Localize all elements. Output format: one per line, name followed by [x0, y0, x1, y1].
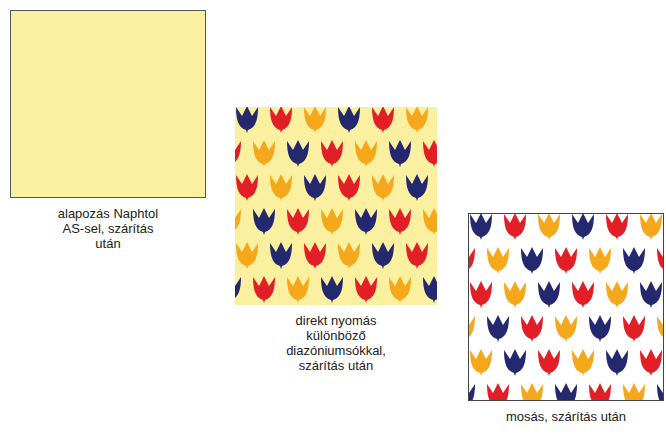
- tulip-motif: [469, 247, 475, 274]
- tulip-motif: [504, 214, 526, 240]
- tulip-motif: [235, 276, 241, 303]
- step-caption: mosás, szárítás után: [506, 409, 626, 424]
- tulip-motif: [657, 383, 664, 401]
- tulip-pattern: [469, 214, 664, 401]
- step-caption: alapozás Naphtol AS-sel, szárítás után: [52, 206, 164, 251]
- tulip-motif: [338, 107, 360, 133]
- tulip-motif: [338, 242, 360, 269]
- tulip-motif: [487, 247, 509, 274]
- tulip-motif: [657, 247, 664, 274]
- tulip-pattern: [235, 107, 437, 305]
- fabric-swatch: [468, 213, 664, 401]
- process-step: mosás, szárítás után: [468, 213, 664, 424]
- tulip-motif: [304, 174, 326, 201]
- tulip-motif: [235, 140, 241, 167]
- tulip-motif: [504, 349, 526, 376]
- tulip-motif: [423, 208, 437, 235]
- tulip-motif: [521, 315, 543, 342]
- tulip-motif: [572, 349, 594, 376]
- tulip-motif: [270, 242, 292, 269]
- tulip-motif: [487, 383, 509, 401]
- fabric-swatch: [10, 10, 206, 198]
- tulip-motif: [521, 383, 543, 401]
- tulip-motif: [538, 281, 560, 308]
- step-caption: direkt nyomás különböző diazóniumsókkal,…: [276, 313, 396, 373]
- tulip-motif: [372, 242, 394, 269]
- tulip-motif: [469, 315, 475, 342]
- tulip-motif: [623, 315, 645, 342]
- tulip-motif: [338, 174, 360, 201]
- tulip-motif: [423, 140, 437, 167]
- tulip-motif: [287, 208, 309, 235]
- tulip-motif: [253, 276, 275, 303]
- process-step: direkt nyomás különböző diazóniumsókkal,…: [235, 107, 437, 373]
- tulip-motif: [504, 281, 526, 308]
- tulip-motif: [235, 208, 241, 235]
- tulip-motif: [321, 276, 343, 303]
- tulip-motif: [406, 174, 428, 201]
- tulip-motif: [355, 140, 377, 167]
- tulip-motif: [521, 247, 543, 274]
- tulip-motif: [236, 107, 258, 133]
- tulip-motif: [287, 276, 309, 303]
- tulip-motif: [606, 281, 628, 308]
- tulip-motif: [270, 107, 292, 133]
- tulip-motif: [270, 174, 292, 201]
- tulip-motif: [287, 140, 309, 167]
- tulip-motif: [487, 315, 509, 342]
- tulip-motif: [469, 383, 475, 401]
- tulip-motif: [423, 276, 437, 303]
- tulip-motif: [321, 140, 343, 167]
- tulip-motif: [538, 349, 560, 376]
- tulip-motif: [406, 242, 428, 269]
- tulip-motif: [538, 214, 560, 240]
- tulip-motif: [236, 174, 258, 201]
- tulip-motif: [589, 247, 611, 274]
- tulip-motif: [253, 140, 275, 167]
- tulip-motif: [623, 247, 645, 274]
- tulip-motif: [640, 349, 662, 376]
- tulip-motif: [572, 281, 594, 308]
- tulip-motif: [253, 208, 275, 235]
- tulip-motif: [470, 281, 492, 308]
- tulip-motif: [389, 276, 411, 303]
- tulip-motif: [372, 107, 394, 133]
- tulip-motif: [589, 383, 611, 401]
- fabric-swatch: [235, 107, 437, 305]
- tulip-motif: [555, 383, 577, 401]
- tulip-motif: [321, 208, 343, 235]
- tulip-motif: [657, 315, 664, 342]
- tulip-motif: [606, 214, 628, 240]
- tulip-motif: [572, 214, 594, 240]
- tulip-motif: [389, 208, 411, 235]
- tulip-motif: [470, 349, 492, 376]
- tulip-motif: [355, 208, 377, 235]
- tulip-motif: [236, 242, 258, 269]
- tulip-motif: [406, 107, 428, 133]
- tulip-motif: [589, 315, 611, 342]
- tulip-motif: [304, 242, 326, 269]
- tulip-motif: [389, 140, 411, 167]
- tulip-motif: [555, 315, 577, 342]
- tulip-motif: [372, 174, 394, 201]
- tulip-motif: [640, 281, 662, 308]
- tulip-motif: [555, 247, 577, 274]
- tulip-motif: [640, 214, 662, 240]
- tulip-motif: [304, 107, 326, 133]
- process-step: alapozás Naphtol AS-sel, szárítás után: [10, 10, 206, 251]
- tulip-motif: [623, 383, 645, 401]
- tulip-motif: [606, 349, 628, 376]
- tulip-motif: [470, 214, 492, 240]
- tulip-motif: [355, 276, 377, 303]
